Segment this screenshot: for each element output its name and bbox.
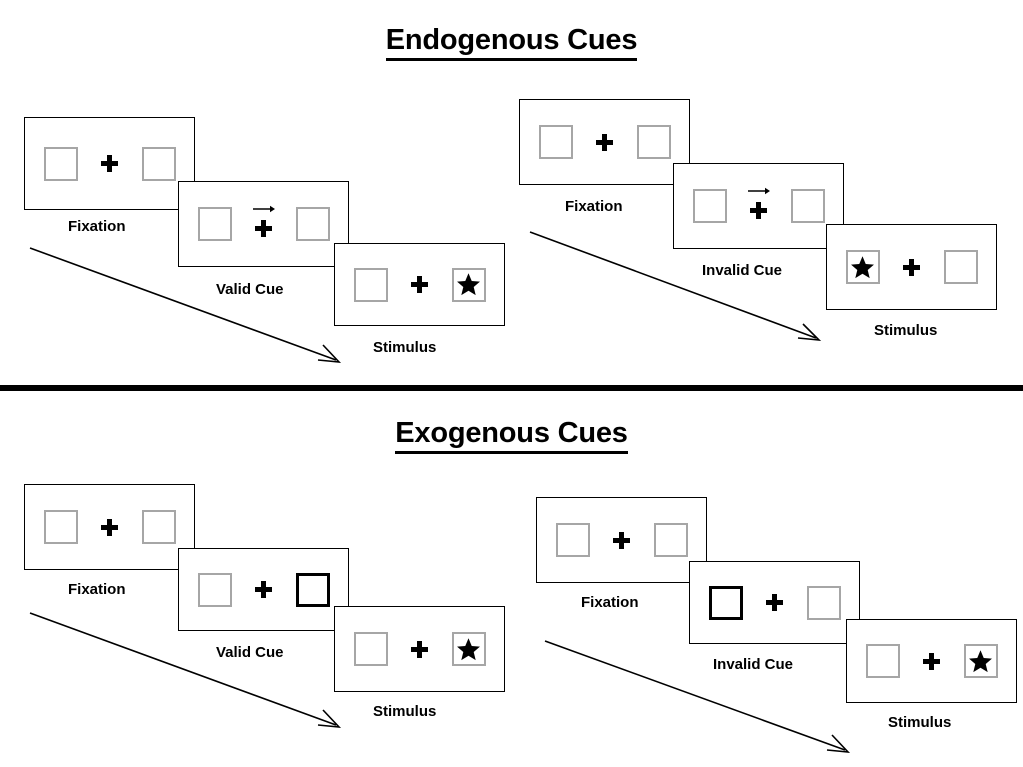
center-region (760, 586, 790, 620)
caption-endogenous-valid-fixation: Fixation (68, 218, 126, 235)
center-region (249, 573, 279, 607)
left-placeholder-box (555, 523, 590, 557)
panel-content (520, 100, 689, 184)
section-title-endogenous: Endogenous Cues (0, 24, 1023, 61)
fixation-cross-icon (903, 258, 920, 276)
panel-exogenous-valid-stimulus (334, 606, 505, 692)
center-region (897, 250, 927, 284)
caption-exogenous-invalid-cue: Invalid Cue (713, 656, 794, 673)
center-region (607, 523, 637, 557)
panel-endogenous-invalid-cue (673, 163, 844, 249)
left-placeholder-box (197, 207, 232, 241)
center-region (405, 632, 435, 666)
left-placeholder-box (43, 146, 78, 181)
right-placeholder-box (653, 523, 688, 557)
panel-content (25, 118, 194, 209)
caption-exogenous-valid-stimulus: Stimulus (373, 703, 437, 720)
panel-content (674, 164, 843, 248)
caption-endogenous-invalid-fixation: Fixation (565, 198, 623, 215)
caption-endogenous-valid-cue: Valid Cue (216, 281, 284, 298)
right-target-box (451, 632, 486, 666)
section-title-endogenous-text: Endogenous Cues (385, 24, 637, 61)
panel-endogenous-valid-fixation (24, 117, 195, 210)
center-region (95, 510, 125, 544)
fixation-cross-icon (411, 276, 428, 293)
panel-content (847, 620, 1016, 702)
right-placeholder-box (806, 585, 841, 620)
center-region (95, 147, 125, 181)
fixation-cross-icon (613, 531, 630, 549)
panel-content (335, 607, 504, 691)
panel-exogenous-valid-cue (178, 548, 349, 631)
time-flow-arrow-icon (29, 612, 342, 728)
right-placeholder-box (295, 207, 330, 241)
caption-endogenous-invalid-stimulus: Stimulus (874, 322, 938, 339)
panel-content (690, 562, 859, 643)
section-title-exogenous: Exogenous Cues (0, 417, 1023, 454)
fixation-cross-icon (255, 581, 272, 598)
panel-exogenous-invalid-stimulus (846, 619, 1017, 703)
panel-endogenous-valid-cue (178, 181, 349, 267)
time-flow-arrow-icon (544, 640, 851, 753)
left-placeholder-box (353, 267, 388, 302)
center-region (405, 268, 435, 302)
left-placeholder-box (692, 189, 727, 223)
right-target-box (451, 267, 486, 302)
caption-exogenous-valid-fixation: Fixation (68, 581, 126, 598)
left-placeholder-box (43, 510, 78, 544)
right-target-box (963, 644, 998, 678)
panel-exogenous-valid-fixation (24, 484, 195, 570)
panel-endogenous-valid-stimulus (334, 243, 505, 326)
arrow-right-icon (252, 205, 275, 213)
caption-exogenous-valid-cue: Valid Cue (216, 644, 284, 661)
panel-endogenous-invalid-stimulus (826, 224, 997, 310)
fixation-cross-icon (923, 652, 940, 670)
right-placeholder-box (790, 189, 825, 223)
center-region (249, 205, 279, 241)
fixation-cross-icon (101, 518, 118, 536)
panel-content (537, 498, 706, 582)
fixation-cross-icon (596, 133, 613, 151)
star-icon (851, 255, 874, 278)
left-placeholder-box (538, 125, 573, 159)
center-region (744, 187, 774, 223)
left-placeholder-box (197, 572, 232, 607)
panel-content (179, 182, 348, 266)
section-title-exogenous-text: Exogenous Cues (395, 417, 628, 454)
right-placeholder-box (141, 510, 176, 544)
left-placeholder-box (353, 632, 388, 666)
right-placeholder-box (141, 146, 176, 181)
right-placeholder-box (943, 250, 978, 284)
left-cued-box (708, 585, 743, 620)
caption-exogenous-invalid-stimulus: Stimulus (888, 714, 952, 731)
caption-endogenous-invalid-cue: Invalid Cue (702, 262, 783, 279)
fixation-cross-icon (766, 594, 783, 611)
star-icon (457, 637, 480, 660)
time-flow-arrow-icon (529, 231, 822, 342)
caption-exogenous-invalid-fixation: Fixation (581, 594, 639, 611)
right-cued-box (295, 572, 330, 607)
fixation-cross-icon (101, 155, 118, 172)
panel-content (25, 485, 194, 569)
time-flow-arrow-icon (29, 247, 342, 363)
panel-content (827, 225, 996, 309)
center-region (590, 125, 620, 159)
arrow-right-icon (747, 187, 770, 195)
panel-content (179, 549, 348, 630)
left-placeholder-box (865, 644, 900, 678)
panel-content (335, 244, 504, 325)
panel-exogenous-invalid-fixation (536, 497, 707, 583)
panel-endogenous-invalid-fixation (519, 99, 690, 185)
fixation-cross-icon (750, 201, 767, 219)
star-icon (969, 649, 992, 672)
center-region (917, 644, 947, 678)
right-placeholder-box (636, 125, 671, 159)
section-divider (0, 385, 1023, 391)
fixation-cross-icon (411, 640, 428, 658)
panel-exogenous-invalid-cue (689, 561, 860, 644)
left-target-box (845, 250, 880, 284)
caption-endogenous-valid-stimulus: Stimulus (373, 339, 437, 356)
star-icon (457, 273, 480, 296)
fixation-cross-icon (255, 219, 272, 237)
